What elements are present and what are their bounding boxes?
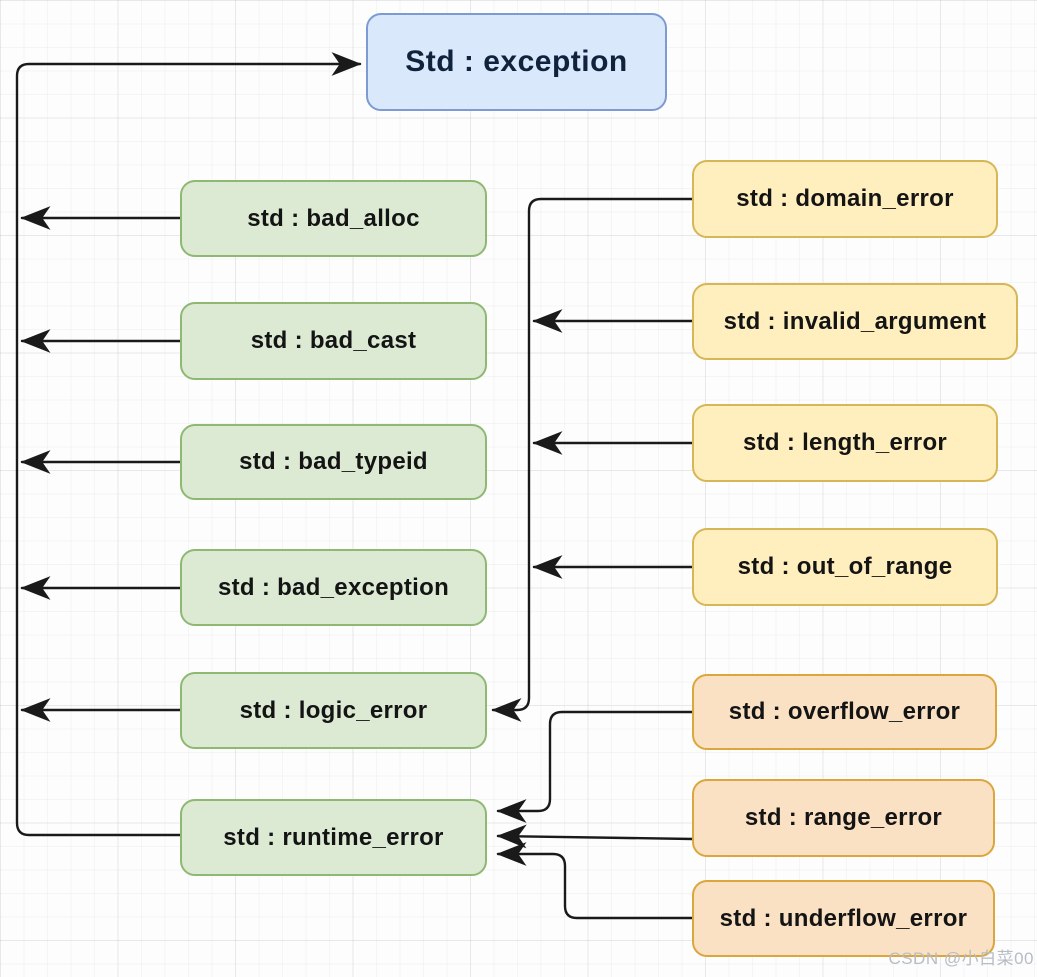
edge-overflow-error-to-runtime-error: [496, 710, 694, 823]
node-std-overflow-error: std : overflow_error: [692, 674, 997, 750]
edge-range-error-to-runtime-error: [496, 824, 695, 849]
node-std-underflow-error: std : underflow_error: [692, 880, 995, 957]
node-std-invalid-argument: std : invalid_argument: [692, 283, 1018, 360]
node-std-bad-typeid: std : bad_typeid: [180, 424, 487, 500]
node-std-logic-error: std : logic_error: [180, 672, 487, 749]
edge-underflow-error-to-runtime-error: [496, 842, 694, 920]
edge-runtime-error-to-exception: [15, 52, 362, 837]
node-std-length-error: std : length_error: [692, 404, 998, 482]
node-std-bad-exception: std : bad_exception: [180, 549, 487, 626]
node-std-exception: Std : exception: [366, 13, 667, 111]
node-std-bad-cast: std : bad_cast: [180, 302, 487, 380]
node-std-runtime-error: std : runtime_error: [180, 799, 487, 876]
node-std-bad-alloc: std : bad_alloc: [180, 180, 487, 257]
watermark: CSDN @小白菜00: [888, 949, 1034, 968]
node-std-range-error: std : range_error: [692, 779, 995, 857]
node-std-domain-error: std : domain_error: [692, 160, 998, 238]
edge-domain-error-to-logic-error: [491, 197, 694, 722]
node-std-out-of-range: std : out_of_range: [692, 528, 998, 606]
